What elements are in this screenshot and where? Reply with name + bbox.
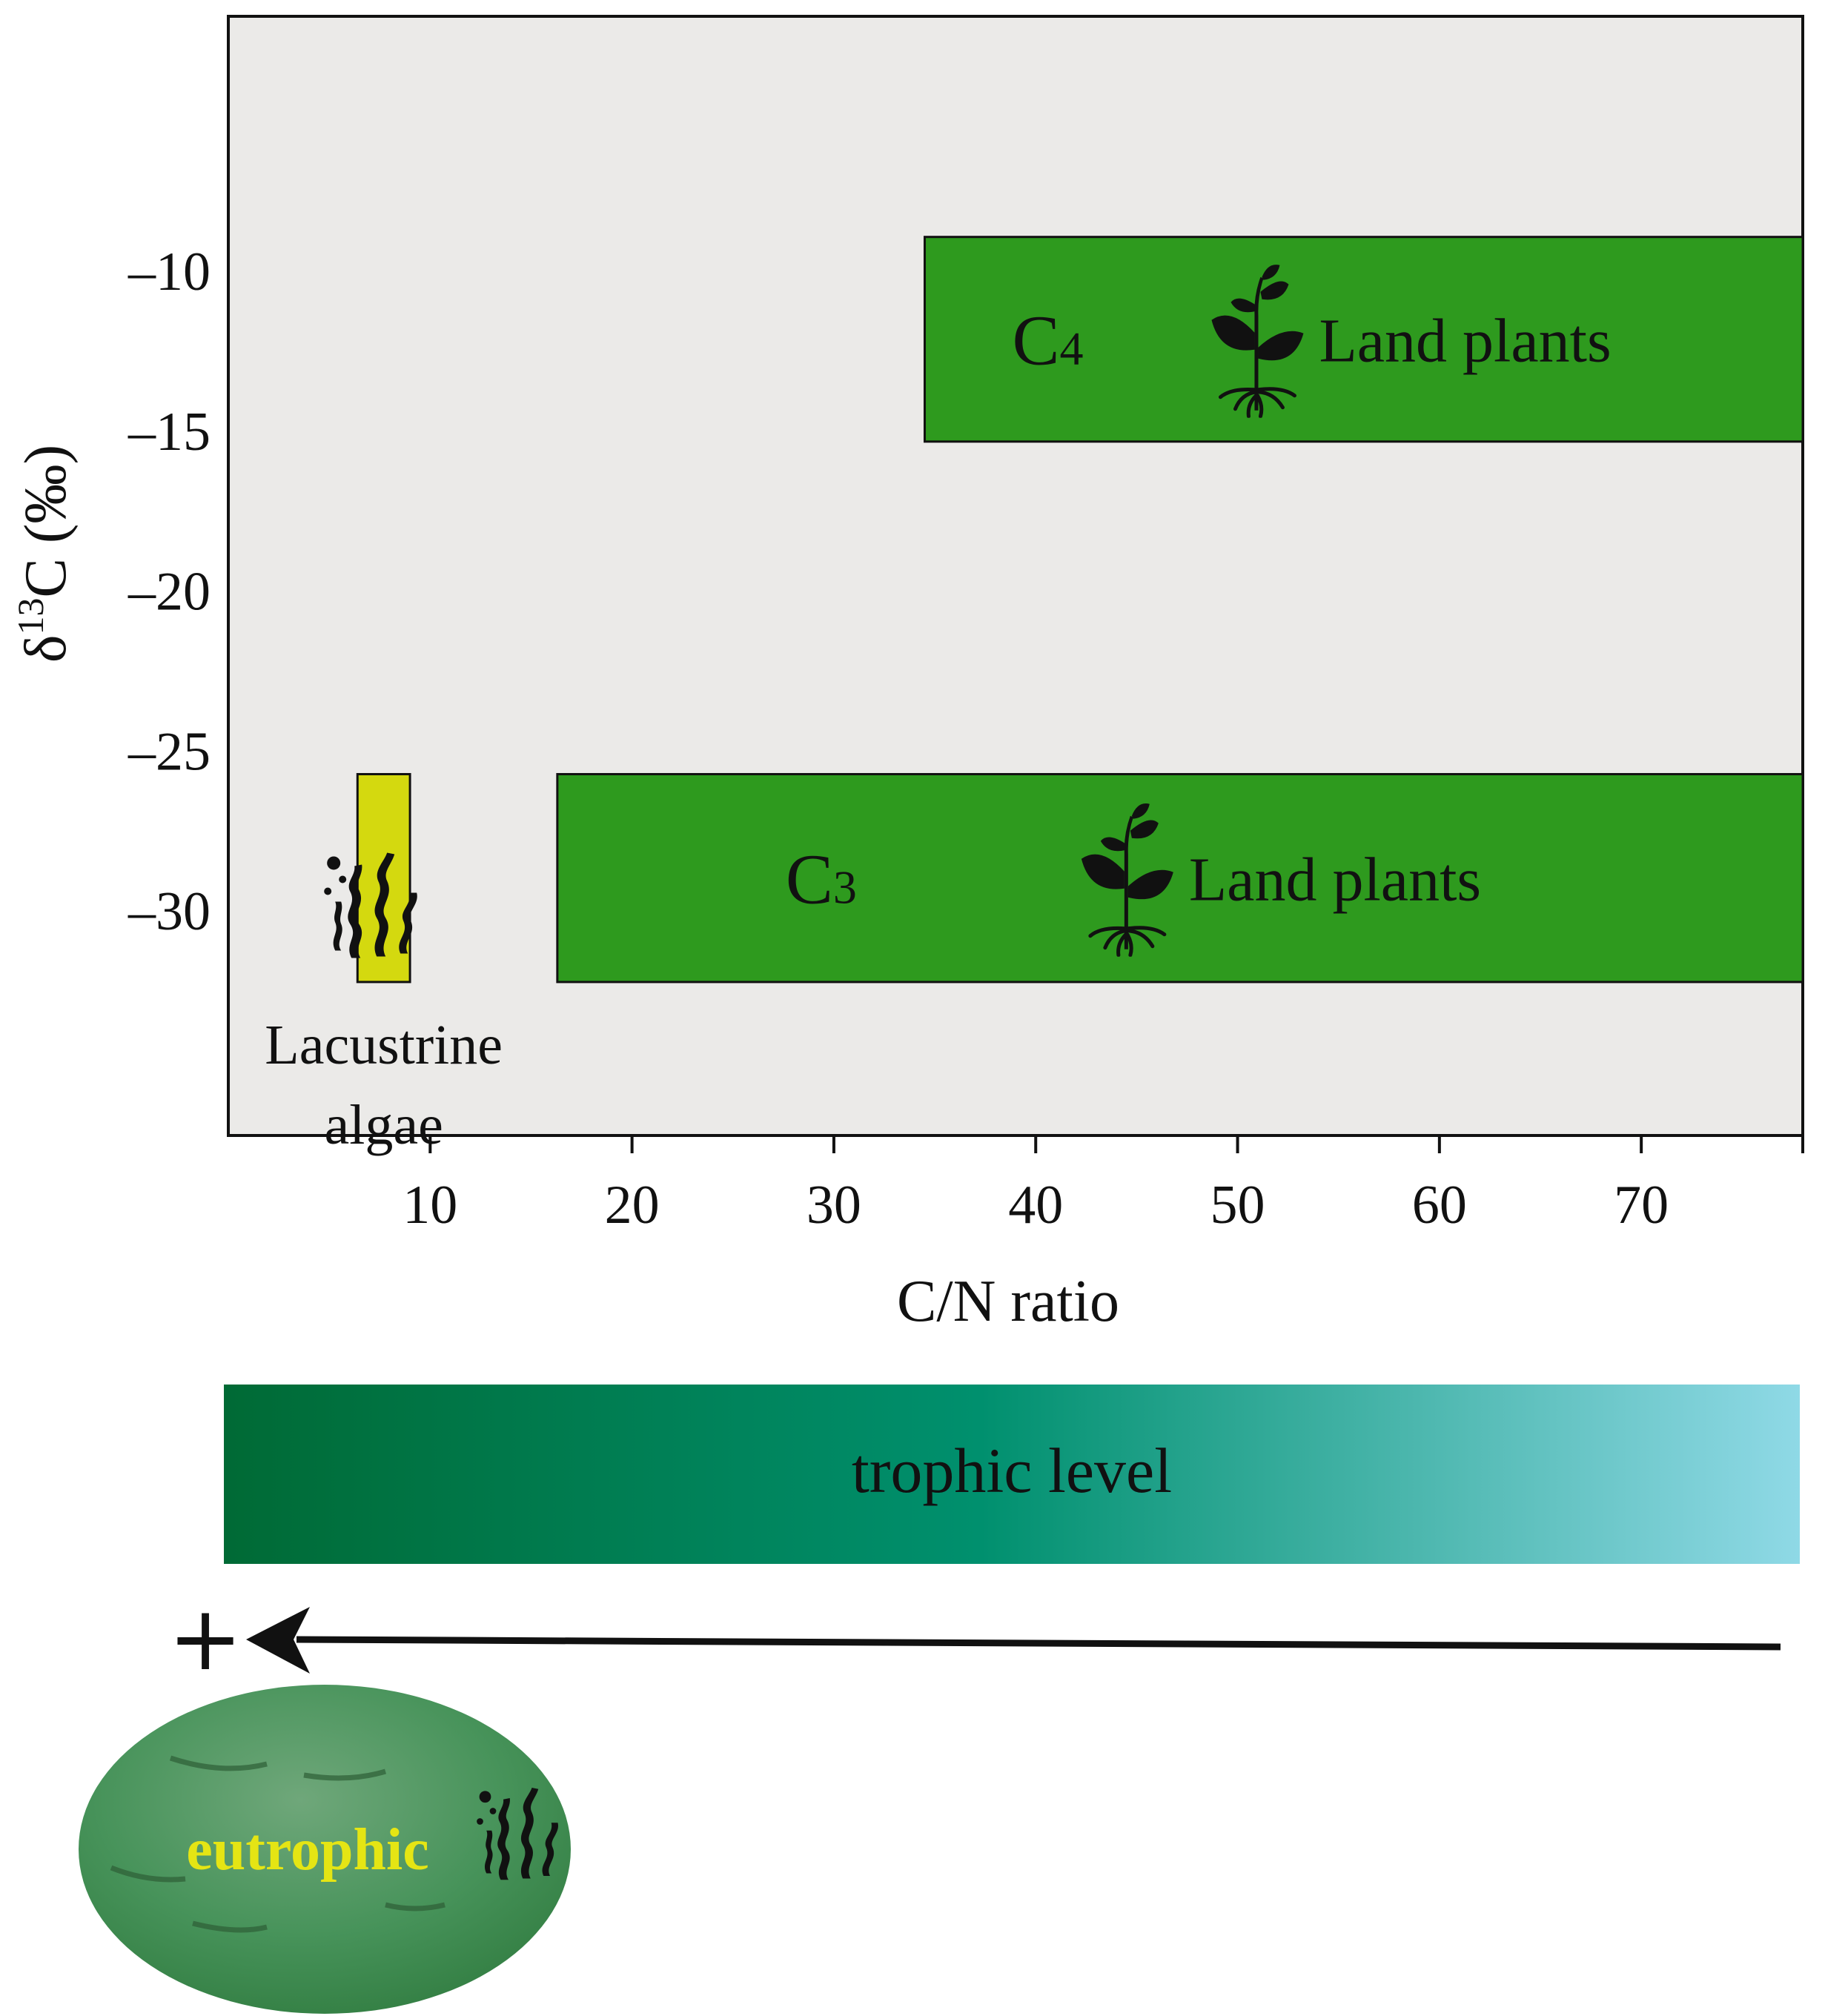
region-c3-label: C3 [786, 840, 857, 919]
y-tick-label-25: –25 [127, 721, 211, 782]
x-tick-label-50: 50 [1210, 1175, 1265, 1236]
region-c4-text: Land plants [1319, 307, 1611, 376]
x-tick-label-60: 60 [1412, 1175, 1467, 1236]
region-c4-label: C4 [1012, 301, 1083, 380]
x-tick-label-40: 40 [1008, 1175, 1063, 1236]
trophic-level-label: trophic level [852, 1435, 1172, 1506]
ellipse-texture [110, 1755, 446, 1933]
region-c4 [923, 236, 1804, 443]
region-c3 [556, 772, 1804, 984]
y-tick-label-10: –10 [127, 242, 211, 302]
eutrophic-label: eutrophic [186, 1817, 428, 1883]
x-tick-label-30: 30 [806, 1175, 861, 1236]
y-axis-title-delta: δ [13, 634, 79, 663]
y-axis-title-superscript: 13 [10, 597, 51, 634]
x-axis-title: C/N ratio [897, 1269, 1119, 1334]
y-axis-title: δ13C (‰) [10, 445, 79, 663]
region-algae-text-0: Lacustrine [265, 1014, 503, 1076]
y-tick-label-15: –15 [127, 402, 211, 462]
x-tick-label-10: 10 [403, 1175, 457, 1236]
trophic-arrow-head [246, 1607, 310, 1674]
y-axis-title-rest: C (‰) [13, 445, 79, 598]
y-tick-label-20: –20 [127, 562, 211, 623]
trophic-arrow-shaft [296, 1636, 1781, 1651]
x-tick-label-20: 20 [605, 1175, 660, 1236]
y-tick-label-30: –30 [127, 881, 211, 942]
region-algae-text-1: algae [325, 1094, 443, 1156]
region-c3-text: Land plants [1189, 846, 1481, 915]
trophic-level-bar [224, 1385, 1800, 1564]
plus-sign: + [168, 1588, 243, 1691]
x-tick-label-70: 70 [1614, 1175, 1669, 1236]
axis-ticks: 10 20 30 40 50 60 70 –10 –15 –20 –25 –30 [127, 242, 1804, 1236]
